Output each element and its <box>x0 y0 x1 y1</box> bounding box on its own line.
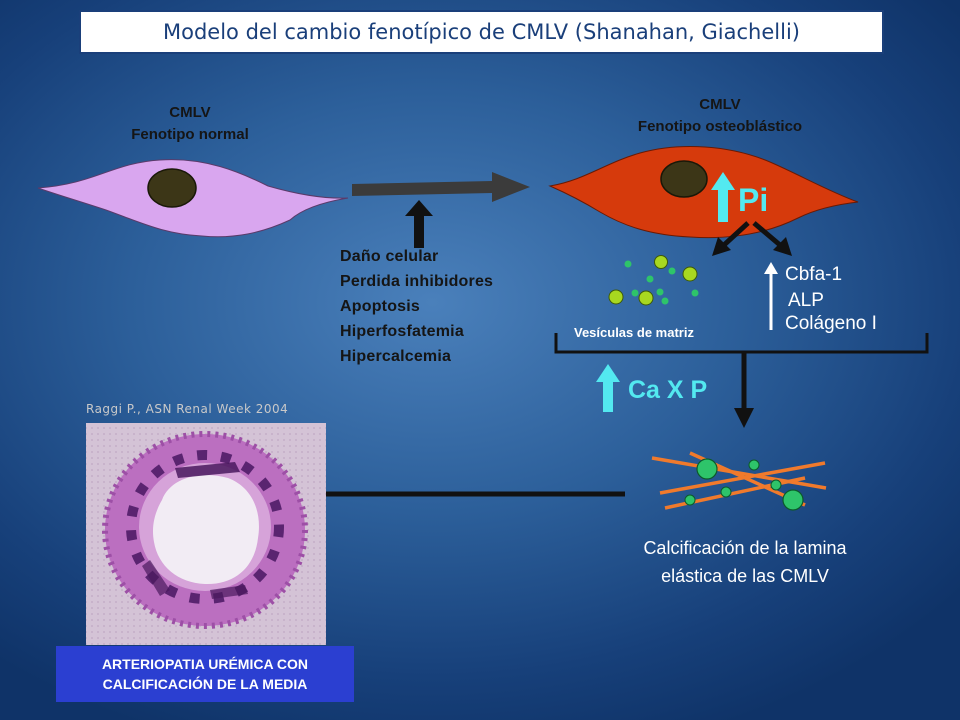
cap-up-arrow <box>596 364 620 412</box>
cause-item: Perdida inhibidores <box>340 273 494 290</box>
caption-line1: ARTERIOPATIA URÉMICA CON <box>101 656 309 672</box>
calcification-line2: elástica de las CMLV <box>661 566 829 586</box>
cause-item: Hiperfosfatemia <box>340 323 464 340</box>
caption-line2: CALCIFICACIÓN DE LA MEDIA <box>102 676 308 692</box>
calcification-label: Calcificación de la lamina elástica de l… <box>595 534 895 590</box>
to-vesicles-arrow-head <box>712 237 731 256</box>
title-box: Modelo del cambio fenotípico de CMLV (Sh… <box>79 10 884 54</box>
pi-label: Pi <box>738 182 769 218</box>
gene-cbfa1: Cbfa-1 <box>785 264 843 285</box>
causes-up-arrow <box>405 200 433 248</box>
causes-list: Daño celular Perdida inhibidores Apoptos… <box>340 244 555 369</box>
cause-item: Hipercalcemia <box>340 348 452 365</box>
osteo-cell-label-line1: CMLV <box>699 96 741 113</box>
to-genes-arrow-line <box>752 221 782 247</box>
down-arrow-head <box>734 408 754 428</box>
normal-cell-label-line2: Fenotipo normal <box>131 126 249 143</box>
diagram-title: Modelo del cambio fenotípico de CMLV (Sh… <box>163 20 800 44</box>
osteo-cell-nucleus <box>660 160 708 198</box>
vesicles-label: Vesículas de matriz <box>574 325 694 340</box>
pi-up-arrow <box>711 172 735 222</box>
osteo-cell-label: CMLV Fenotipo osteoblástico <box>595 94 845 138</box>
histology-image <box>86 423 326 645</box>
to-genes-arrow-head <box>773 237 792 256</box>
osteo-cell <box>548 146 859 239</box>
cap-label: Ca X P <box>628 376 708 404</box>
cause-item: Apoptosis <box>340 298 421 315</box>
genes-up-arrow-head <box>764 262 778 274</box>
transition-arrow <box>352 172 530 202</box>
caption-box: ARTERIOPATIA URÉMICA CON CALCIFICACIÓN D… <box>56 646 354 702</box>
normal-cell-label-line1: CMLV <box>169 104 211 121</box>
calcified-lamina <box>651 451 827 511</box>
gene-collagen: Colágeno I <box>785 313 877 334</box>
to-vesicles-arrow-line <box>722 221 750 247</box>
calcification-line1: Calcificación de la lamina <box>643 538 847 558</box>
normal-cell-label: CMLV Fenotipo normal <box>90 102 290 146</box>
reference-text: Raggi P., ASN Renal Week 2004 <box>86 402 289 416</box>
osteo-cell-label-line2: Fenotipo osteoblástico <box>637 118 803 135</box>
cause-item: Daño celular <box>340 248 439 265</box>
matrix-vesicles <box>608 255 699 306</box>
normal-cell-nucleus <box>147 168 197 208</box>
gene-alp: ALP <box>788 290 824 311</box>
